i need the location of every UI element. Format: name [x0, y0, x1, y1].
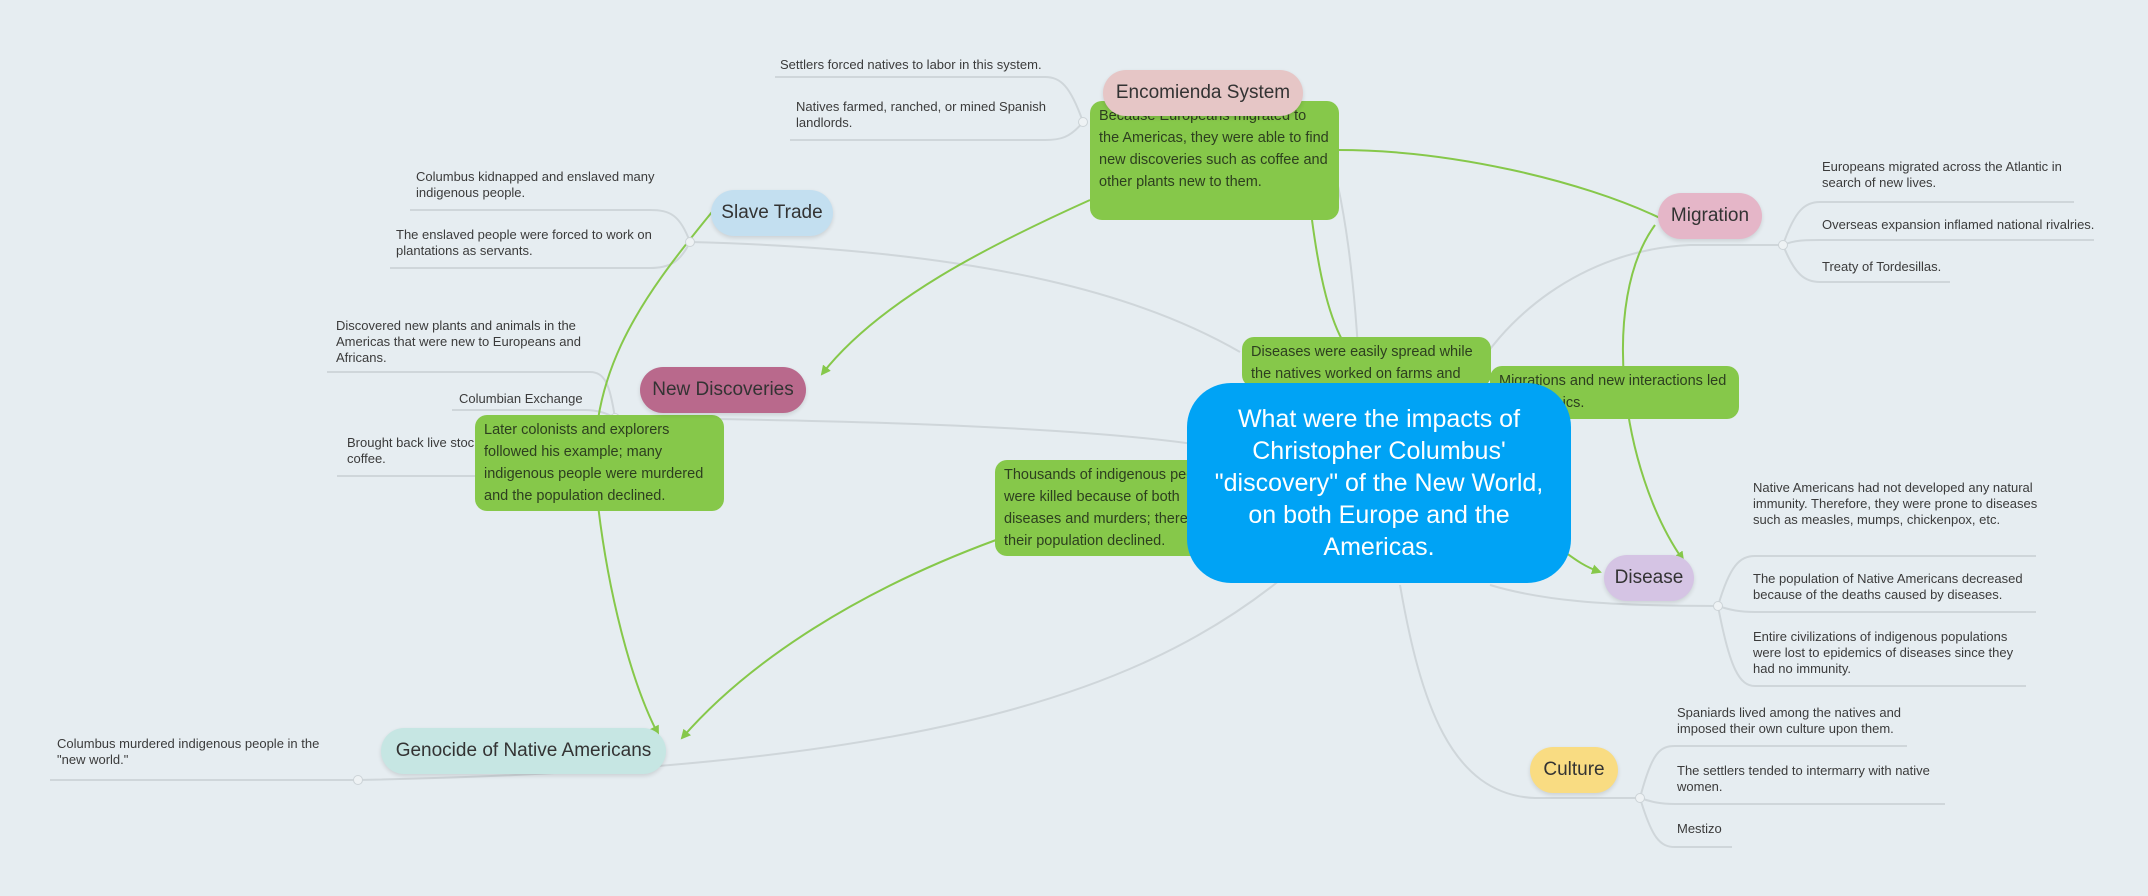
junction-disease [1713, 601, 1723, 611]
leaf-line-nd-1 [327, 371, 616, 419]
leaf-disease-1: Native Americans had not developed any n… [1753, 480, 2038, 527]
leaf-line-migration-1 [1782, 201, 2074, 246]
leaf-migration-2: Overseas expansion inflamed national riv… [1822, 217, 2095, 232]
relation-encomienda-to-disease-note [1311, 219, 1346, 346]
branch-encomienda-system[interactable]: Encomienda System [1103, 70, 1303, 116]
junction-culture [1635, 793, 1645, 803]
leaf-line-disease-3 [1717, 605, 2026, 687]
leaf-line-encomienda-1 [775, 76, 1084, 123]
junction-encomienda [1078, 117, 1088, 127]
junction-migration [1778, 240, 1788, 250]
branch-line-slave-trade [689, 241, 1241, 353]
central-topic-line-1: What were the impacts of [1237, 405, 1521, 433]
branch-new-discoveries[interactable]: New Discoveries [640, 367, 806, 413]
central-topic-line-2: Christopher Columbus' [1252, 437, 1506, 465]
leaf-line-migration-3 [1782, 244, 1950, 283]
leaf-encomienda-1: Settlers forced natives to labor in this… [780, 57, 1042, 72]
branch-line-disease [1489, 584, 1719, 607]
leaf-encomienda-2: Natives farmed, ranched, or mined Spanis… [796, 99, 1047, 130]
leaf-new-discoveries-2: Columbian Exchange [459, 391, 583, 406]
relation-encomienda-to-migration [1337, 149, 1661, 219]
branch-culture[interactable]: Culture [1530, 747, 1618, 793]
central-topic-line-5: Americas. [1323, 533, 1435, 561]
leaf-line-disease-2 [1717, 605, 2036, 613]
leaf-migration-1: Europeans migrated across the Atlantic i… [1822, 159, 2062, 190]
leaf-slave-trade-2: The enslaved people were forced to work … [396, 227, 652, 258]
leaf-disease-2: The population of Native Americans decre… [1753, 571, 2023, 602]
leaf-line-slave-1 [410, 209, 691, 243]
leaf-line-culture-2 [1639, 797, 1945, 805]
leaf-slave-trade-1: Columbus kidnapped and enslaved many ind… [416, 169, 655, 200]
branch-line-culture [1399, 584, 1640, 799]
leaf-new-discoveries-1: Discovered new plants and animals in the… [336, 318, 581, 365]
branch-disease[interactable]: Disease [1604, 555, 1694, 601]
central-topic-line-3: "discovery" of the New World, [1214, 469, 1544, 497]
leaf-genocide-1: Columbus murdered indigenous people in t… [57, 736, 320, 767]
leaf-culture-1: Spaniards lived among the natives and im… [1677, 705, 1902, 736]
note-later-colonists[interactable]: Later colonists and explorers followed h… [475, 415, 724, 511]
relation-encomienda-to-new-discoveries [820, 199, 1091, 376]
leaf-line-disease-1 [1717, 555, 2036, 607]
central-topic[interactable]: What were the impacts of Christopher Col… [1187, 383, 1571, 583]
leaf-line-culture-3 [1639, 797, 1732, 848]
leaf-line-migration-2 [1782, 239, 2094, 246]
leaf-migration-3: Treaty of Tordesillas. [1822, 259, 1942, 274]
relation-thousands-to-genocide [680, 539, 997, 740]
leaf-line-culture-1 [1639, 745, 1907, 799]
branch-genocide-native-americans[interactable]: Genocide of Native Americans [381, 728, 666, 774]
leaf-disease-3: Entire civilizations of indigenous popul… [1753, 629, 2014, 676]
central-topic-line-4: on both Europe and the [1248, 501, 1510, 529]
note-europeans-migrated[interactable]: Because Europeans migrated to the Americ… [1090, 101, 1339, 220]
leaf-culture-2: The settlers tended to intermarry with n… [1677, 763, 1930, 794]
leaf-line-encomienda-2 [790, 121, 1084, 141]
junction-slave-trade [685, 237, 695, 247]
branch-migration[interactable]: Migration [1658, 193, 1762, 239]
branch-slave-trade[interactable]: Slave Trade [711, 190, 833, 236]
branch-line-new-discoveries [614, 417, 1201, 446]
note-diseases-spread[interactable]: Diseases were easily spread while the na… [1242, 337, 1491, 387]
leaf-culture-3: Mestizo [1677, 821, 1722, 836]
junction-genocide [353, 775, 363, 785]
